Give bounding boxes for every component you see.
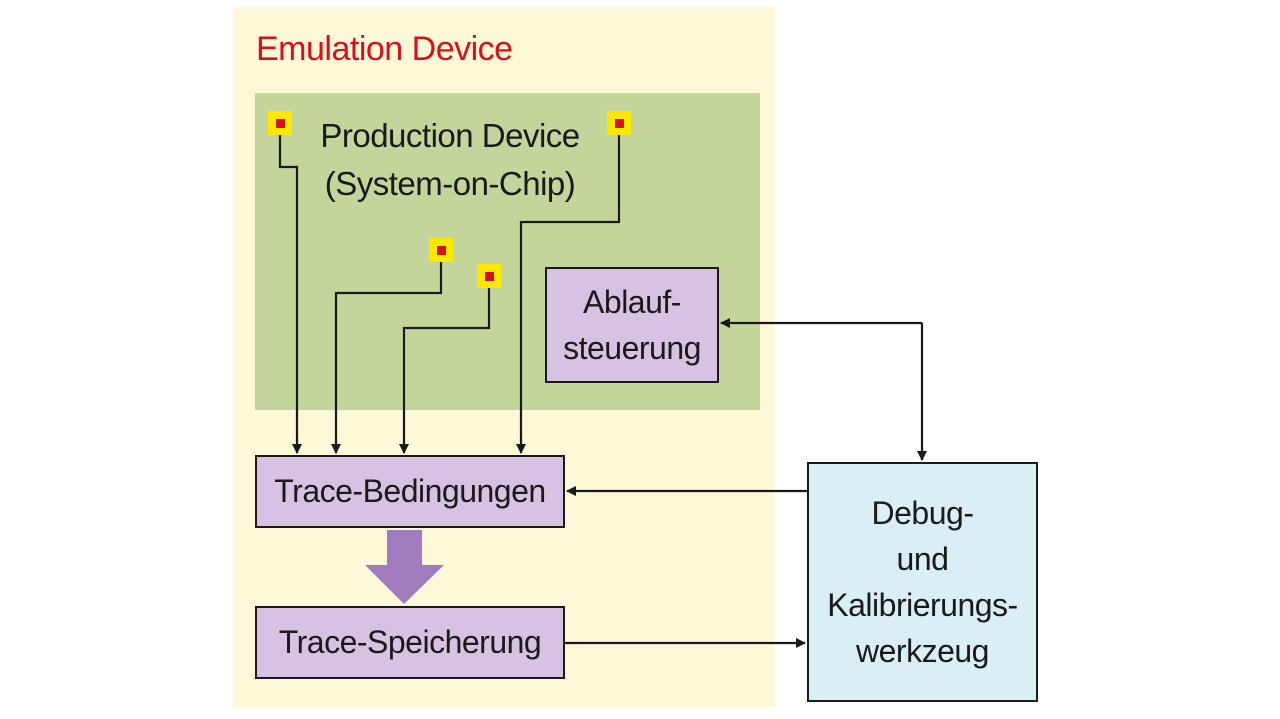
- probe-2-signal-arrow: [331, 262, 443, 454]
- debug-tool-block: Debug- und Kalibrierungs- werkzeug: [807, 462, 1038, 702]
- probe-3-signal-arrow: [399, 288, 491, 454]
- probe-dot: [484, 271, 494, 281]
- debug-tool-line1: Debug-: [871, 495, 974, 531]
- probe-1-signal-arrow: [278, 135, 302, 454]
- probe-dot: [436, 245, 446, 255]
- signal-probe-4: [477, 264, 501, 288]
- signal-probe-3: [429, 238, 453, 262]
- production-device-title-line1: Production Device: [320, 117, 580, 154]
- probe-dot: [275, 118, 285, 128]
- trace-bedingungen-label: Trace-Bedingungen: [274, 473, 546, 509]
- debug-tool-line2: und: [896, 541, 949, 577]
- trace-speicherung-block: Trace-Speicherung: [255, 606, 565, 679]
- signal-probe-2: [607, 111, 631, 135]
- trace-flow-big-arrow: [365, 530, 444, 604]
- probe-4-signal-arrow: [516, 135, 621, 454]
- ablaufsteuerung-block: Ablauf- steuerung: [545, 267, 719, 383]
- debug-tool-line3: Kalibrierungs-: [827, 587, 1018, 623]
- production-device-title-line2: (System-on-Chip): [324, 165, 576, 202]
- signal-probe-1: [268, 111, 292, 135]
- debug-tool-line4: werkzeug: [856, 633, 989, 669]
- emulation-device-title: Emulation Device: [256, 30, 513, 68]
- ablaufsteuerung-line2: steuerung: [563, 330, 701, 366]
- trace-bedingungen-block: Trace-Bedingungen: [255, 455, 565, 528]
- ablaufsteuerung-line1: Ablauf-: [583, 284, 681, 320]
- trace-speicherung-label: Trace-Speicherung: [278, 624, 542, 660]
- probe-dot: [614, 118, 624, 128]
- production-device-title: Production Device (System-on-Chip): [300, 112, 600, 208]
